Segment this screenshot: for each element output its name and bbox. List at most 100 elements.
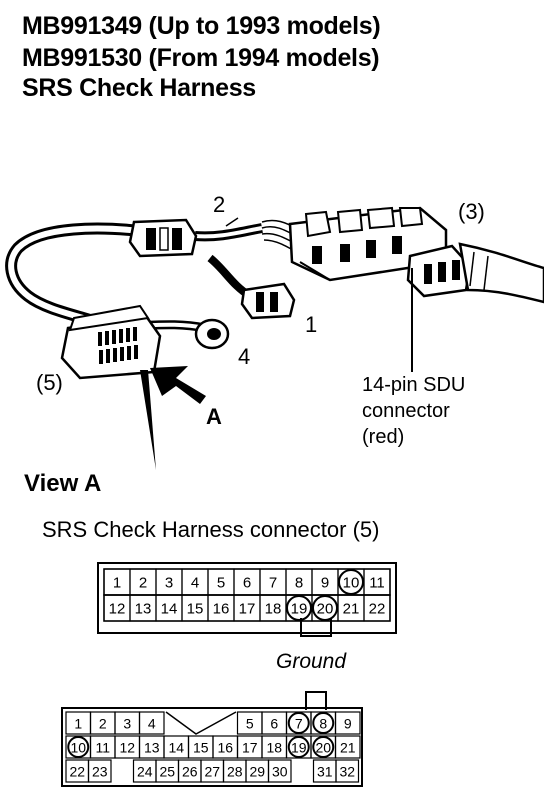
connector-32-key [165, 711, 237, 735]
connector-1 [240, 282, 296, 320]
connector-22-row2-pin-label: 14 [161, 601, 178, 618]
connector-32-row3-cell [87, 759, 112, 783]
connector-32-row3-pin-label: 29 [249, 764, 265, 780]
connector-32-row2-pin-circle [287, 736, 310, 758]
connector-22-row2-pin-circle [312, 595, 338, 621]
connector-32-row2-pin-label: 18 [266, 740, 282, 756]
sdu-label-line-3: (red) [362, 426, 405, 448]
ground-bracket-22 [300, 618, 332, 637]
connector-32-row2-cell [334, 735, 361, 759]
ground-bracket-32 [305, 691, 327, 710]
connector-22-row2-pin-label: 22 [369, 601, 386, 618]
title-line-3: SRS Check Harness [22, 74, 256, 102]
connector-32-row3-cell [335, 759, 360, 783]
connector-32-row1-pin-label: 8 [319, 716, 327, 732]
connector-32-row3-pin-label: 32 [339, 764, 355, 780]
view-a-arrow [150, 366, 206, 404]
connector-32-row3-pin-label: 27 [204, 764, 220, 780]
connector-32-row1-cell [138, 711, 165, 735]
connector-32-row1-pin-label: 3 [123, 716, 131, 732]
connector-32-row2-pin-label: 19 [291, 740, 307, 756]
connector-32-row3-pin-label: 24 [137, 764, 153, 780]
sdu-connector-body [288, 206, 448, 282]
connector-22-row1-pin-label: 9 [321, 575, 329, 592]
connector-32-row1-pin-label: 2 [99, 716, 107, 732]
sdu-connector-label: 14-pin SDU connector (red) [362, 372, 465, 450]
connector-32-row3-pin-label: 23 [92, 764, 108, 780]
callout-5: (5) [36, 370, 63, 395]
connector-22-row1-pin-label: 1 [113, 575, 121, 592]
callout-2-leader [225, 217, 239, 227]
title-line-1: MB991349 (Up to 1993 models) [22, 12, 381, 40]
connector-22-row2-pin-label: 19 [291, 601, 308, 618]
connector-32-row3-pin-label: 31 [317, 764, 333, 780]
connector-32-row1-pin-circle [312, 712, 335, 734]
callout-a: A [206, 404, 222, 429]
connector-22-row2-pin-label: 18 [265, 601, 282, 618]
sdu-14-pin-connector [406, 244, 502, 298]
connector-32-row3-pin-label: 22 [69, 764, 85, 780]
connector-32-row1-pin-label: 6 [270, 716, 278, 732]
connector-32-row2-pin-label: 17 [242, 740, 258, 756]
harness-cable-inner [8, 225, 151, 325]
connector-32-row1-pin-label: 1 [74, 716, 82, 732]
connector-32-row2-pin-label: 14 [168, 740, 184, 756]
connector-22-row2-pin-label: 16 [213, 601, 230, 618]
sdu-label-line-2: connector [362, 400, 450, 422]
connector-22-row2-pin-label: 12 [109, 601, 126, 618]
sdu-label-line-1: 14-pin SDU [362, 374, 466, 396]
connector-32-row2-pin-label: 21 [340, 740, 356, 756]
view-a-leader [140, 370, 156, 470]
connector-32-row1-pin-circle [287, 712, 310, 734]
connector-22-row1-pin-label: 8 [295, 575, 303, 592]
connector-22-row1-pin-label: 5 [217, 575, 225, 592]
connector-32-outline [61, 707, 363, 787]
connector-32-row1-pin-label: 7 [295, 716, 303, 732]
connector-32-row2-pin-label: 11 [95, 740, 110, 756]
connector-title: SRS Check Harness connector (5) [42, 517, 380, 542]
connector-32-row2-pin-circle [67, 736, 90, 758]
connector-22-row1-pin-circle [338, 569, 364, 595]
connector-22-row1-pin-label: 11 [369, 575, 385, 592]
ground-label: Ground [276, 650, 347, 673]
connector-32-row1-pin-label: 5 [246, 716, 254, 732]
connector-32-row2-pin-label: 13 [144, 740, 160, 756]
connector-22-row2-cell [363, 594, 391, 622]
connector-32-row2-pin-label: 16 [217, 740, 233, 756]
connector-22-row2-pin-label: 15 [187, 601, 204, 618]
connector-22-row2-pin-label: 13 [135, 601, 152, 618]
connector-22-row1-pin-label: 10 [343, 575, 360, 592]
connector-4 [194, 318, 230, 350]
sdu-side-harness [458, 242, 544, 304]
connector-32-row1-pin-label: 9 [344, 716, 352, 732]
connector-32-row2-pin-label: 20 [315, 740, 331, 756]
connector-32-row2-pin-circle [312, 736, 335, 758]
connector-22-row2-pin-label: 21 [343, 601, 360, 618]
connector-32-row3-pin-label: 30 [272, 764, 288, 780]
callout-4: 4 [238, 344, 251, 369]
connector-5 [60, 304, 162, 380]
connector-22-row1-pin-label: 7 [269, 575, 277, 592]
connector-22-row1-pin-label: 4 [191, 575, 199, 592]
connector-2 [128, 218, 198, 258]
connector-32-row2-pin-label: 10 [70, 740, 86, 756]
connector-32-row3-pin-label: 25 [159, 764, 175, 780]
view-a-label: View A [24, 470, 102, 497]
connector-32-row2-pin-label: 15 [193, 740, 209, 756]
callout-1: 1 [305, 312, 318, 337]
connector-32-row1-cell [334, 711, 361, 735]
connector-22-row1-pin-label: 3 [165, 575, 173, 592]
connector-32-row3-pin-label: 26 [182, 764, 198, 780]
connector-32-row3-cell [267, 759, 292, 783]
connector-32-row2-pin-label: 12 [119, 740, 135, 756]
connector-22-row2-pin-circle [286, 595, 312, 621]
connector-22-row1-pin-label: 6 [243, 575, 251, 592]
connector-22-row2-pin-label: 17 [239, 601, 256, 618]
connector-32-row1-pin-label: 4 [148, 716, 156, 732]
connector-22-outline [97, 562, 397, 634]
connector-32-row3-pin-label: 28 [227, 764, 243, 780]
title-line-2: MB991530 (From 1994 models) [22, 44, 380, 72]
